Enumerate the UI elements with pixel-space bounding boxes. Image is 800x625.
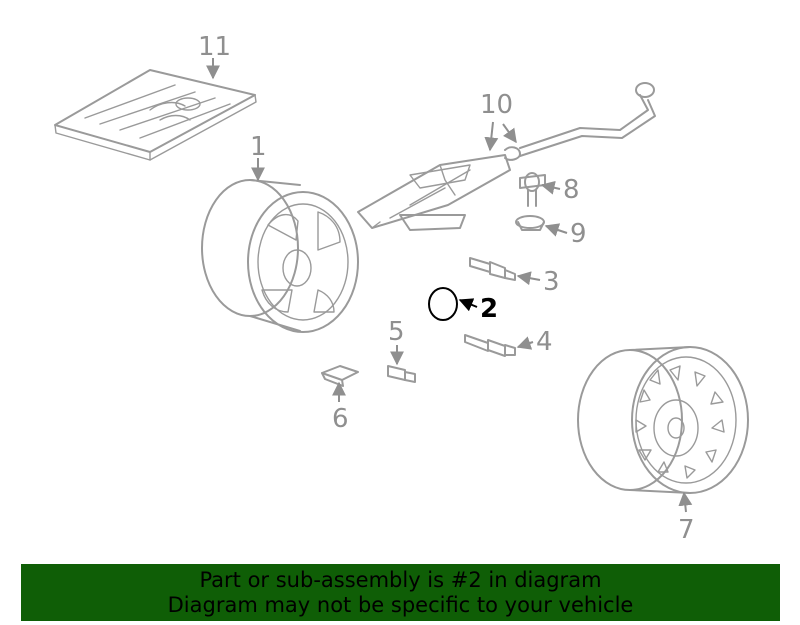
svg-text:10: 10 xyxy=(480,90,513,120)
svg-text:9: 9 xyxy=(570,219,587,249)
parts-diagram: 11 1 10 8 9 3 2 4 5 6 7 xyxy=(54,32,749,545)
svg-text:1: 1 xyxy=(250,132,267,162)
valve-stem-part-3 xyxy=(469,257,516,281)
callout-1: 1 xyxy=(250,132,267,182)
callout-5: 5 xyxy=(388,317,405,366)
svg-text:7: 7 xyxy=(678,515,695,545)
callout-4: 4 xyxy=(516,327,553,357)
banner-line-1: Part or sub-assembly is #2 in diagram xyxy=(199,567,602,592)
banner-line-2: Diagram may not be specific to your vehi… xyxy=(167,592,634,617)
svg-text:4: 4 xyxy=(536,327,553,357)
callout-9: 9 xyxy=(544,219,587,249)
svg-text:11: 11 xyxy=(198,32,231,62)
lug-bolt-part-5 xyxy=(387,365,416,383)
valve-stem-part-4 xyxy=(464,334,516,357)
svg-text:5: 5 xyxy=(388,317,405,347)
callout-11: 11 xyxy=(198,32,231,80)
wheel-part-1 xyxy=(201,179,359,333)
callout-6: 6 xyxy=(332,381,349,434)
svg-text:3: 3 xyxy=(543,267,560,297)
nut-part-9 xyxy=(515,215,545,231)
tool-bag-part-11 xyxy=(54,69,257,161)
spare-tire-part-7 xyxy=(577,346,749,494)
svg-text:2: 2 xyxy=(480,294,498,324)
part-info-banner: Part or sub-assembly is #2 in diagram Di… xyxy=(21,564,780,621)
o-ring-part-2 xyxy=(428,287,458,321)
svg-text:8: 8 xyxy=(563,175,580,205)
jack-part-10 xyxy=(357,82,656,231)
wing-bolt-part-8 xyxy=(519,172,546,207)
svg-text:6: 6 xyxy=(332,404,349,434)
callout-2: 2 xyxy=(458,294,498,324)
callout-8: 8 xyxy=(540,175,580,205)
callout-7: 7 xyxy=(678,491,695,545)
callout-3: 3 xyxy=(516,267,560,297)
callout-10: 10 xyxy=(480,90,517,152)
